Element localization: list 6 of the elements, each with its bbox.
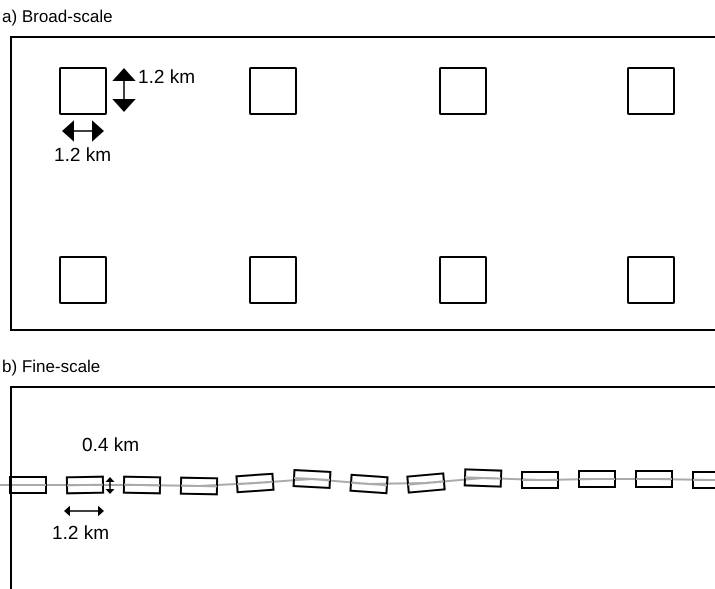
dimension-label: 0.4 km	[82, 436, 140, 455]
dimension-label: 1.2 km	[54, 146, 112, 165]
dimension-label: 1.2 km	[138, 68, 196, 87]
panel-heading: a) Broad-scale	[2, 6, 113, 28]
panel-heading: b) Fine-scale	[2, 356, 100, 378]
dimension-label: 1.2 km	[52, 524, 110, 543]
